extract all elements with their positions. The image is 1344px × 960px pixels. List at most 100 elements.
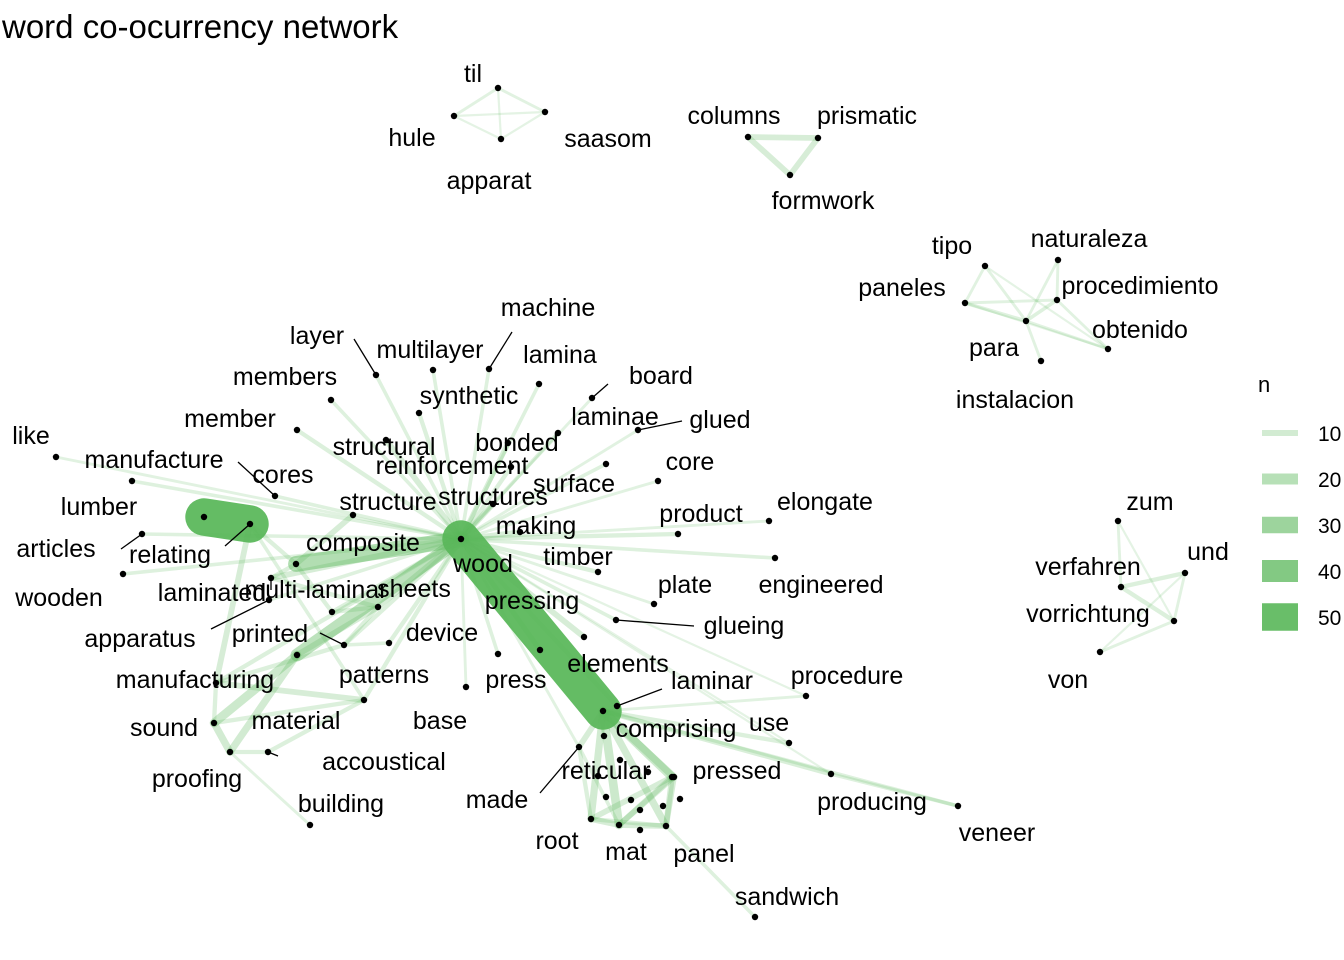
edge-zum-verfahren: [1116, 519, 1123, 589]
node-point-structure: [349, 511, 357, 519]
node-label-product: product: [659, 500, 742, 528]
node-label-root: root: [535, 827, 578, 855]
edge-manufacturing-patterns: [213, 642, 347, 686]
edge-relating-material: [248, 522, 366, 702]
edge-manufacturing-sound: [211, 680, 219, 726]
node-point-lumber: [200, 513, 208, 521]
node-label-timber: timber: [543, 543, 612, 571]
node-point-comprising: [599, 707, 607, 715]
node-label-saasom: saasom: [564, 125, 652, 153]
node-point-sandwich: [751, 913, 759, 921]
node-point-laminated: [267, 574, 275, 582]
node-label-patterns: patterns: [339, 661, 429, 689]
edge-wood-glueing: [459, 537, 618, 622]
node-point: [676, 795, 684, 803]
edge-wood-apparatus: [267, 537, 463, 602]
legend-label-50: 50: [1318, 607, 1341, 630]
node-point-producing: [827, 770, 835, 778]
node-point-core: [654, 477, 662, 485]
legend-key-40: [1262, 560, 1298, 582]
node-label-sheets: sheets: [377, 575, 451, 603]
edge-tipo-paneles: [963, 264, 987, 305]
leader-line: [120, 533, 143, 550]
leader-line: [615, 619, 695, 627]
node-point-und: [1181, 569, 1189, 577]
node-label-comprising: comprising: [616, 715, 737, 743]
node-point: [636, 806, 644, 814]
edge-procedimiento-obtenido: [1055, 298, 1110, 351]
legend-key-20: [1262, 473, 1298, 485]
edge-hule-apparat: [452, 114, 503, 141]
node-point-board: [588, 394, 596, 402]
edge-und-von: [1098, 571, 1187, 654]
edge-producing-veneer: [829, 772, 960, 808]
edge-wood-member: [294, 427, 464, 542]
edge-root-panel: [588, 816, 669, 829]
node-label-laminar: laminar: [671, 667, 753, 695]
node-point-press: [494, 650, 502, 658]
leader-line: [224, 523, 251, 547]
edge-wood-synthetic: [416, 410, 464, 542]
node-point-multilayer: [429, 366, 437, 374]
edge-columns-prismatic: [745, 134, 821, 141]
edge-naturaleza-procedimiento: [1055, 258, 1060, 302]
edge-sound-proofing: [210, 719, 234, 756]
node-point-surface: [602, 460, 610, 468]
edge-verfahren-vorrichtung: [1118, 584, 1177, 624]
edge-wood-material: [361, 536, 464, 703]
node-point-panel: [662, 822, 670, 830]
edge-pressed-mat: [616, 774, 677, 828]
node-label-wood: wood: [452, 550, 513, 578]
edge-material-accoustical: [265, 697, 367, 755]
node-label-vorrichtung: vorrichtung: [1026, 600, 1150, 628]
node-label-manufacture: manufacture: [85, 446, 224, 474]
node-point-formwork: [786, 171, 794, 179]
edge-manufacturing-material: [213, 680, 367, 703]
edge-vorrichtung-von: [1098, 619, 1176, 654]
node-point-naturaleza: [1054, 256, 1062, 264]
node-point-articles: [138, 530, 146, 538]
node-point: [594, 772, 602, 780]
node-label-apparatus: apparatus: [84, 625, 195, 653]
node-label-obtenido: obtenido: [1092, 316, 1188, 344]
leader-line: [637, 420, 683, 431]
node-point-prismatic: [814, 134, 822, 142]
node-label-structural: structural: [333, 433, 436, 461]
node-point-para: [1022, 317, 1030, 325]
node-label-zum: zum: [1126, 488, 1173, 516]
node-point-material: [360, 696, 368, 704]
node-label-base: base: [413, 707, 467, 735]
node-label-relating: relating: [129, 541, 211, 569]
node-point-pressed: [670, 773, 678, 781]
edge-til-hule: [452, 86, 500, 118]
legend-title: n: [1258, 372, 1270, 397]
edge-prismatic-formwork: [787, 135, 821, 178]
node-label-und: und: [1187, 538, 1229, 566]
node-label-mat: mat: [605, 838, 647, 866]
node-label-members: members: [233, 363, 337, 391]
edge-wood-elongate: [459, 519, 771, 541]
node-label-device: device: [406, 619, 478, 647]
node-label-laminated: laminated: [158, 579, 266, 607]
edge-relating-composite: [247, 521, 299, 567]
node-point-multi-laminar: [328, 608, 336, 616]
node-point-device: [385, 639, 393, 647]
edge-composite-laminated: [268, 561, 299, 581]
leader-line: [539, 746, 580, 794]
node-label-prismatic: prismatic: [817, 102, 917, 130]
edge-wood-machine: [459, 367, 491, 541]
node-label-engineered: engineered: [758, 571, 883, 599]
edge-wood-sheets: [375, 536, 464, 610]
edge-printed-sound: [209, 650, 302, 728]
node-label-glued: glued: [689, 406, 750, 434]
node-label-instalacion: instalacion: [956, 386, 1074, 414]
leader-line: [488, 331, 513, 370]
node-point-saasom: [541, 108, 549, 116]
node-point-use: [785, 739, 793, 747]
node-label-manufacturing: manufacturing: [116, 666, 274, 694]
node-point-member: [293, 426, 301, 434]
node-label-board: board: [629, 362, 693, 390]
node-point-tipo: [981, 262, 989, 270]
